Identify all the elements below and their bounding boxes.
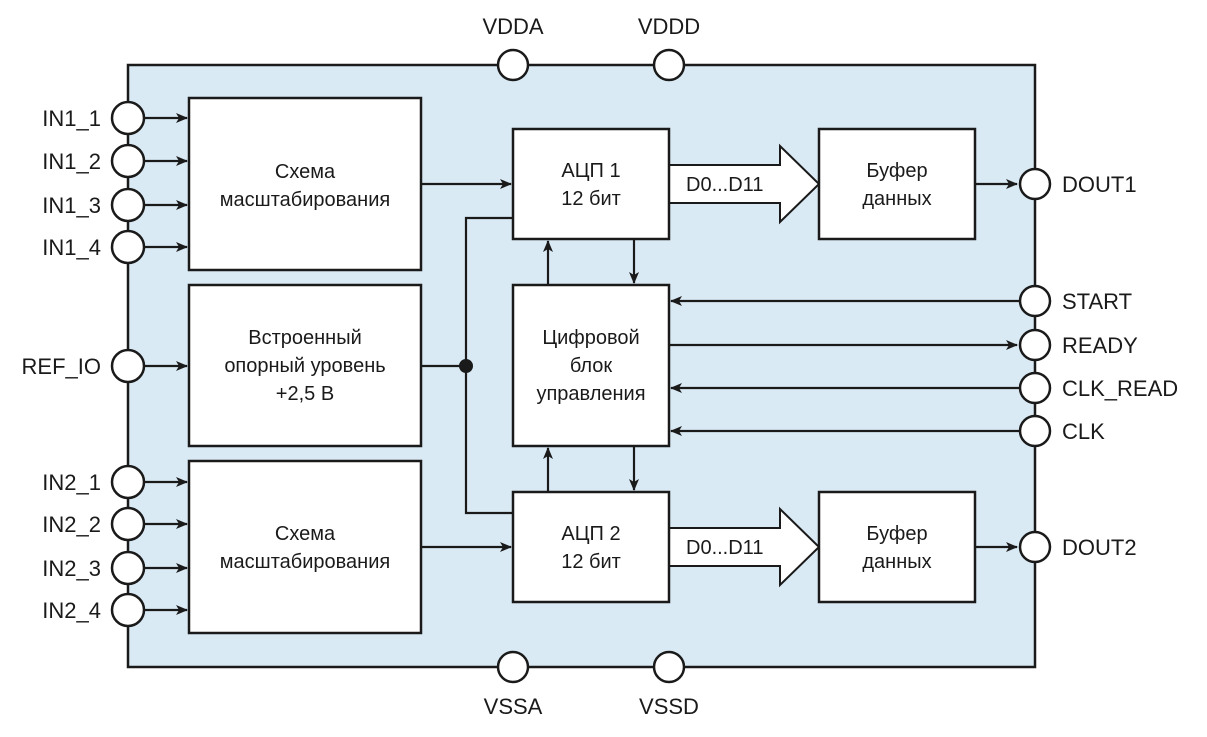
pin-label-clk-read: CLK_READ [1062, 376, 1178, 401]
buffer-block-2-line-1: Буфер [866, 523, 927, 545]
buffer-block-2-line-2: данных [862, 551, 931, 573]
buffer-block-1-line-2: данных [862, 188, 931, 210]
pin-in2-3 [110, 550, 146, 586]
pin-clk [1018, 414, 1052, 448]
reference-block-line-2: опорный уровень [224, 355, 385, 377]
pin-label-in2-4: IN2_4 [42, 598, 101, 623]
pin-label-in2-3: IN2_3 [42, 556, 101, 581]
pin-in1-4 [110, 229, 146, 265]
adc-block-2: АЦП 2 12 бит [511, 490, 671, 604]
reference-block-line-3: +2,5 В [276, 383, 334, 405]
pin-vssd [652, 650, 686, 684]
scaling-block-1-line-2: масштабирования [220, 189, 390, 211]
pin-label-in1-3: IN1_3 [42, 193, 101, 218]
pin-ref-io [110, 348, 146, 384]
control-block-line-1: Цифровой [542, 327, 639, 349]
pin-dout2 [1018, 530, 1052, 564]
pin-clk-read [1018, 371, 1052, 405]
pin-in1-2 [110, 143, 146, 179]
pin-vddd [652, 48, 686, 82]
adc-block-2-line-1: АЦП 2 [561, 523, 620, 545]
scaling-block-1: Схема масштабирования [187, 96, 423, 272]
scaling-block-2-line-1: Схема [275, 523, 336, 545]
wire-ref-to-adc1 [464, 216, 513, 366]
pin-in2-4 [110, 592, 146, 628]
adc-block-1-line-2: 12 бит [561, 188, 621, 210]
junction-dot [459, 359, 473, 373]
bus-label-2: D0...D11 [686, 537, 763, 559]
pin-label-clk: CLK [1062, 419, 1105, 444]
pin-label-in1-2: IN1_2 [42, 149, 101, 174]
pin-label-in1-4: IN1_4 [42, 235, 101, 260]
scaling-block-2: Схема масштабирования [187, 459, 423, 635]
pin-label-vddd: VDDD [638, 14, 700, 39]
control-block-line-3: управления [536, 383, 645, 405]
pin-label-vssa: VSSA [484, 694, 543, 719]
adc-block-1: АЦП 1 12 бит [511, 127, 671, 241]
pin-dout1 [1018, 167, 1052, 201]
buffer-block-1-line-1: Буфер [866, 160, 927, 182]
pin-in1-1 [110, 100, 146, 136]
pin-label-in1-1: IN1_1 [42, 106, 101, 131]
pin-label-dout1: DOUT1 [1062, 172, 1137, 197]
buffer-block-1: Буфер данных [817, 127, 977, 241]
pin-vssa [496, 650, 530, 684]
pin-label-vssd: VSSD [639, 694, 699, 719]
pin-label-vdda: VDDA [482, 14, 543, 39]
pin-in2-2 [110, 506, 146, 542]
pin-label-start: START [1062, 289, 1132, 314]
scaling-block-1-line-1: Схема [275, 161, 336, 183]
bus-arrow-2 [668, 506, 821, 588]
adc-block-1-line-1: АЦП 1 [561, 160, 620, 182]
pin-label-ref-io: REF_IO [22, 354, 101, 379]
pin-label-in2-2: IN2_2 [42, 512, 101, 537]
adc-block-2-line-2: 12 бит [561, 551, 621, 573]
control-block: Цифровой блок управления [511, 283, 671, 448]
buffer-block-2: Буфер данных [817, 490, 977, 604]
pin-start [1018, 284, 1052, 318]
pin-label-ready: READY [1062, 333, 1138, 358]
bus-arrow-1 [668, 143, 821, 225]
pin-ready [1018, 328, 1052, 362]
bus-label-1: D0...D11 [686, 174, 763, 196]
control-block-line-2: блок [570, 355, 613, 377]
pin-label-in2-1: IN2_1 [42, 470, 101, 495]
reference-block: Встроенный опорный уровень +2,5 В [187, 283, 423, 448]
pin-in1-3 [110, 187, 146, 223]
pin-label-dout2: DOUT2 [1062, 535, 1137, 560]
pin-vdda [496, 48, 530, 82]
scaling-block-2-line-2: масштабирования [220, 551, 390, 573]
wire-ref-to-adc2 [464, 366, 513, 515]
pin-in2-1 [110, 464, 146, 500]
reference-block-line-1: Встроенный [248, 327, 362, 349]
